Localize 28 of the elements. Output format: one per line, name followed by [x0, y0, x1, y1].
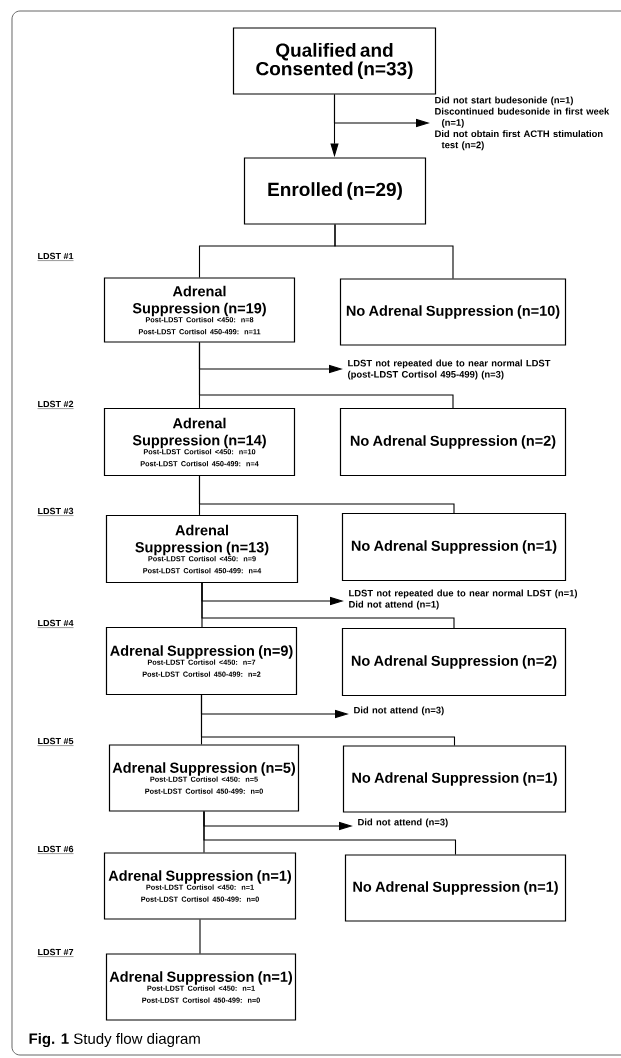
- stage-label: LDST #5: [37, 737, 74, 746]
- process-box: No Adrenal Suppression (n=1): [342, 745, 567, 813]
- stage-label: LDST #2: [37, 400, 74, 409]
- stage-label: LDST #1: [37, 252, 74, 261]
- process-box: No Adrenal Suppression (n=1): [341, 512, 567, 582]
- connector: [201, 582, 455, 629]
- stage-label: LDST #3: [37, 507, 74, 516]
- figure-caption: Fig. 1 Study flow diagram: [29, 1032, 200, 1047]
- connector: [203, 811, 457, 855]
- process-box: No Adrenal Suppression (n=2): [341, 627, 567, 697]
- process-box: No Adrenal Suppression (n=1): [344, 854, 567, 922]
- process-box: No Adrenal Suppression (n=2): [339, 407, 567, 477]
- exclusion-note: LDST not repeated due to near normal LDST (post-LDST Cortisol 495-499) (n=3): [348, 359, 551, 380]
- connector: [198, 342, 454, 409]
- exclusion-note: Did not attend (n=3): [358, 818, 448, 828]
- exclusion-note: Did not attend (n=3): [354, 706, 444, 716]
- connector: [198, 475, 455, 514]
- process-box: Qualified and Consented (n=33): [232, 27, 437, 95]
- stage-label: LDST #6: [37, 845, 74, 854]
- connector: [200, 694, 456, 746]
- process-box: Enrolled (n=29): [243, 157, 427, 225]
- connector: [199, 919, 201, 954]
- connector: [334, 224, 454, 279]
- exclusion-note: Did not start budesonide (n=1) Discontinued budesonide in first week (n=1) Did not obtain first ACTH stimulation test (n=2): [435, 96, 610, 151]
- exclusion-note: LDST not repeated due to near normal LDST (n=1) Did not attend (n=1): [349, 589, 577, 610]
- stage-label: LDST #4: [37, 619, 74, 628]
- process-box: No Adrenal Suppression (n=10): [339, 278, 567, 346]
- stage-label: LDST #7: [37, 948, 74, 957]
